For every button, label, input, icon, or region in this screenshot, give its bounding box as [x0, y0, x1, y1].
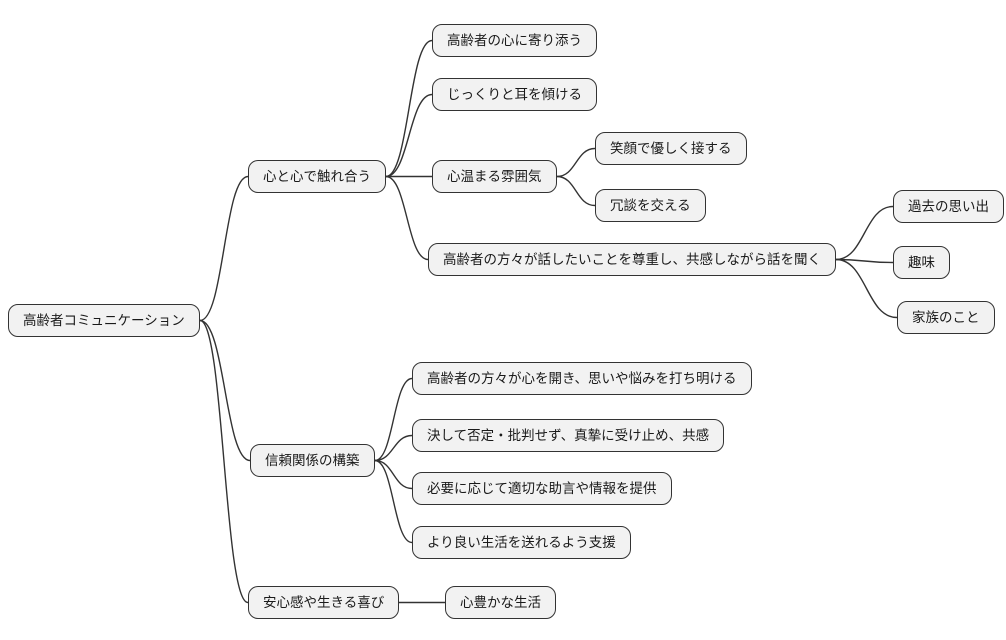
edge-touch_hearts-listen	[385, 93, 433, 178]
node-support: より良い生活を送れるよう支援	[412, 526, 631, 559]
node-listen: じっくりと耳を傾ける	[432, 78, 597, 111]
node-hobbies: 趣味	[893, 246, 950, 279]
node-family: 家族のこと	[897, 301, 995, 334]
edge-root-security	[199, 319, 249, 604]
node-security: 安心感や生きる喜び	[248, 586, 400, 619]
edge-trust-advice	[374, 459, 413, 490]
edge-respect_listen-family	[835, 258, 898, 319]
node-touch-hearts: 心と心で触れ合う	[248, 160, 386, 193]
edge-root-trust	[199, 319, 251, 462]
node-root: 高齢者コミュニケーション	[8, 304, 200, 337]
edge-warm_atmosphere-smile	[556, 147, 596, 178]
node-open-up: 高齢者の方々が心を開き、思いや悩みを打ち明ける	[412, 362, 752, 395]
node-accept: 決して否定・批判せず、真摯に受け止め、共感	[412, 419, 725, 452]
edge-trust-open_up	[374, 377, 413, 462]
node-empathize: 高齢者の心に寄り添う	[432, 24, 597, 57]
node-advice: 必要に応じて適切な助言や情報を提供	[412, 472, 672, 505]
node-rich-life: 心豊かな生活	[445, 586, 556, 619]
edge-root-touch_hearts	[199, 175, 249, 322]
node-respect-listen: 高齢者の方々が話したいことを尊重し、共感しながら話を聞く	[428, 243, 836, 276]
node-jokes: 冗談を交える	[595, 189, 706, 222]
edge-warm_atmosphere-jokes	[556, 175, 596, 207]
node-trust: 信頼関係の構築	[250, 444, 375, 477]
edge-trust-support	[374, 459, 413, 544]
edge-touch_hearts-empathize	[385, 39, 433, 178]
node-smile: 笑顔で優しく接する	[595, 132, 747, 165]
node-warm-atmosphere: 心温まる雰囲気	[432, 160, 557, 193]
edge-respect_listen-memories	[835, 205, 894, 261]
node-memories: 過去の思い出	[893, 190, 1004, 223]
edge-trust-accept	[374, 434, 413, 462]
edge-touch_hearts-respect_listen	[385, 175, 429, 261]
edge-respect_listen-hobbies	[835, 258, 894, 264]
